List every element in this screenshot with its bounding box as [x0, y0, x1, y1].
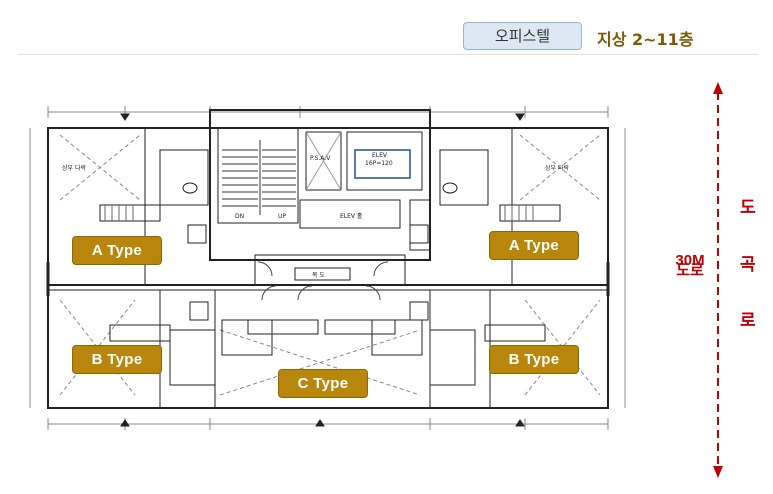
bathroom-a-right: [439, 149, 489, 206]
building-use-badge: 오피스텔: [463, 22, 582, 50]
kitchen-counter-a-right: [499, 204, 561, 222]
kitchen-counter-b-right: [484, 324, 546, 342]
ps-shaft: [305, 131, 342, 191]
bathroom-c-left: [221, 319, 273, 356]
unit-label-a-right: A Type: [489, 231, 579, 260]
bathroom-b-left: [169, 329, 216, 386]
bathroom-c-right: [371, 319, 423, 356]
kitchen-counter-c-left: [247, 319, 319, 335]
bathroom-a-left: [159, 149, 209, 206]
road-arrow-down-icon: [713, 466, 723, 478]
stair-up-label: UP: [278, 213, 286, 220]
kitchen-counter-c-right: [324, 319, 396, 335]
stair-down-label: DN: [235, 213, 244, 220]
road-name-char-2: 곡: [740, 255, 756, 275]
core-block: [209, 109, 431, 261]
elevator-shaft: [346, 131, 423, 191]
corridor-label-box: [294, 267, 351, 281]
attic-label-left: 상부 다락: [62, 164, 86, 172]
kitchen-counter-b-left: [109, 324, 171, 342]
elevator-hall-label: ELEV 홀: [340, 212, 363, 220]
ps-shaft-label: P.S.A.V: [310, 155, 331, 162]
road-arrow-up-icon: [713, 82, 723, 94]
corridor-label: 복 도: [312, 272, 325, 279]
floor-range-label: 지상 2~11층: [597, 30, 694, 49]
elevator-car: [354, 149, 411, 179]
elevator-spec-label: ELEV: [372, 152, 388, 159]
road-name-char-1: 도: [740, 198, 756, 218]
elevator-capacity-label: 16P=120: [365, 160, 393, 167]
road-width-label: 30M 도로: [671, 252, 709, 279]
kitchen-counter-a-left: [99, 204, 161, 222]
elevator-hall: [299, 199, 401, 229]
unit-label-b-left: B Type: [72, 345, 162, 374]
unit-label-a-left: A Type: [72, 236, 162, 265]
unit-label-b-right: B Type: [489, 345, 579, 374]
attic-label-right: 상부 다락: [545, 164, 569, 172]
road-width-word: 도로: [676, 262, 704, 279]
stair-well: [217, 127, 299, 224]
bathroom-b-right: [429, 329, 476, 386]
unit-label-c-center: C Type: [278, 369, 368, 398]
road-name-char-3: 로: [740, 311, 756, 331]
road-width-value: 30M: [675, 252, 705, 269]
header-divider: [18, 54, 758, 55]
